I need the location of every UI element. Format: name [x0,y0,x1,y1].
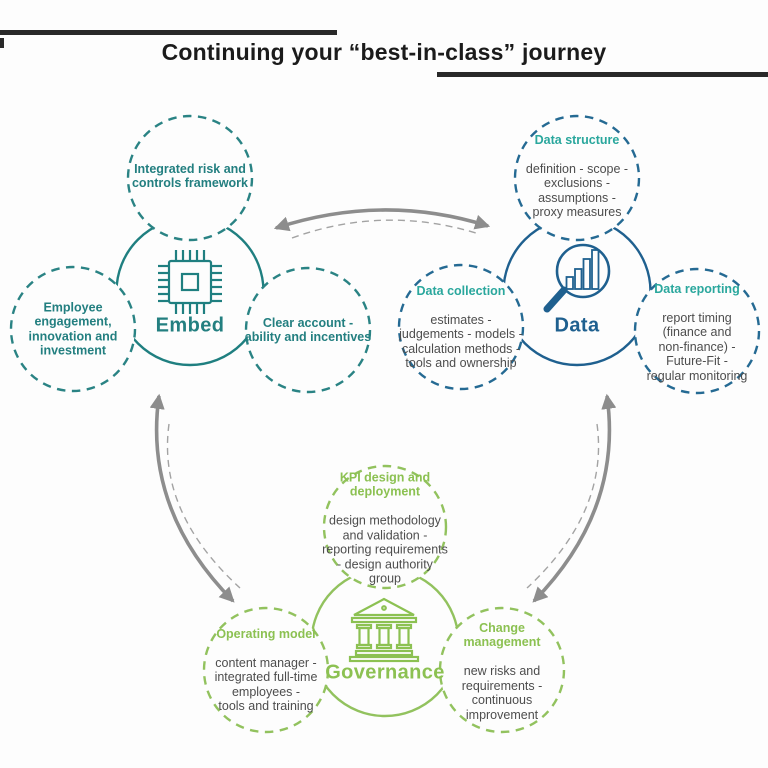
data-satellite-left-label: Data collection estimates - judgements -… [386,269,536,385]
governance-satellite-right-body: new risks and requirements - continuous … [461,663,543,722]
embed-satellite-left-circle [9,265,137,393]
governance-satellite-top-body: design methodology and validation - repo… [322,513,448,586]
page-title: Continuing your “best-in-class” journey [161,39,607,65]
data-satellite-right-heading: Data reporting [654,281,740,296]
data-governance-arrow-dashed-line [526,423,600,589]
data-satellite-top-circle [513,114,641,242]
data-satellite-left-heading: Data collection [416,283,506,298]
microchip-icon [158,250,222,314]
magnifier-bar-chart-icon [543,243,611,313]
embed-satellite-left-heading: Employee engagement, innovation and inve… [28,300,118,358]
embed-satellite-right-heading: Clear account - ability and incentives [244,315,372,345]
governance-satellite-top-label: KPI design and deployment design methodo… [310,456,460,601]
embed-satellite-right-label: Clear account - ability and incentives [233,301,383,359]
data-satellite-right-label: Data reporting report timing (finance an… [622,267,768,398]
embed-governance-arrow-dashed-line [166,423,241,589]
data-satellite-top-label: Data structure definition - scope - excl… [502,118,652,234]
title-rule-left [0,30,337,35]
embed-satellite-top-label: Integrated risk and controls framework [115,147,265,205]
data-satellite-top-body: definition - scope - exclusions - assump… [525,161,629,220]
governance-satellite-left-circle [202,606,330,734]
embed-governance-arrow [149,393,235,603]
data-satellite-left-body: estimates - judgements - models - calcul… [399,312,523,371]
data-satellite-left-circle [397,263,525,391]
title-edge-notch [0,38,4,48]
governance-satellite-left-label: Operating model content manager - integr… [191,612,341,728]
embed-hub-label: Embed [155,314,225,337]
governance-satellite-right-label: Change management new risks and requirem… [427,606,577,737]
data-satellite-top-heading: Data structure [534,132,620,147]
governance-satellite-left-heading: Operating model [216,626,316,641]
governance-satellite-top-circle [322,464,448,590]
governance-satellite-left-body: content manager - integrated full-time e… [214,655,318,714]
data-satellite-right-body: report timing (finance and non-finance) … [646,310,748,383]
data-hub-label: Data [554,314,600,337]
embed-satellite-top-heading: Integrated risk and controls framework [131,161,248,191]
data-satellite-right-circle [633,267,761,395]
embed-satellite-right-circle [244,266,372,394]
governance-satellite-right-circle [438,606,566,734]
embed-satellite-top-circle [126,114,254,242]
bank-building-icon [348,597,420,663]
embed-data-arrow-dashed-line [291,219,477,239]
data-governance-arrow [532,393,617,603]
embed-data-arrow [273,208,491,232]
embed-satellite-left-label: Employee engagement, innovation and inve… [0,286,148,373]
governance-hub-label: Governance [325,661,445,684]
governance-satellite-right-heading: Change management [463,620,541,649]
title-rule-right [437,72,768,77]
governance-satellite-top-heading: KPI design and deployment [339,470,431,499]
